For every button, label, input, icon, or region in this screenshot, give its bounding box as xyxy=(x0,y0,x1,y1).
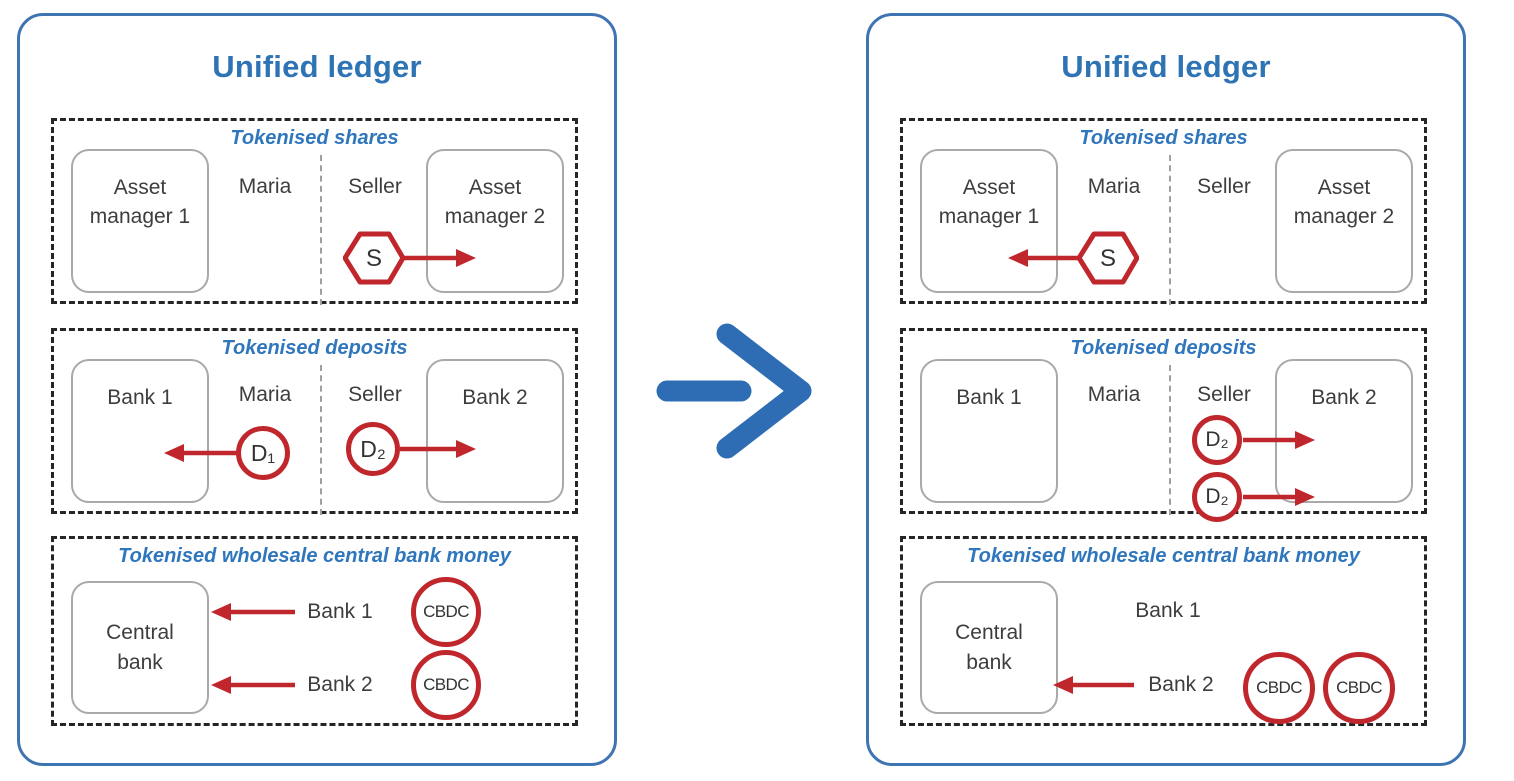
deposit-token-d2-top: D₂ xyxy=(1192,415,1242,465)
actor-seller-label: Seller xyxy=(1197,383,1251,406)
token-label: CBDC xyxy=(423,675,469,694)
section-label-tokenised-deposits: Tokenised deposits xyxy=(221,337,408,359)
entity-label: Asset manager 2 xyxy=(1293,176,1395,229)
entity-central-bank: Central bank xyxy=(71,581,209,714)
actor-maria-label: Maria xyxy=(238,383,292,406)
cbm-bank1-label: Bank 1 xyxy=(307,600,373,623)
cbdc-token-1: CBDC xyxy=(1243,652,1315,724)
entity-label: Asset manager 1 xyxy=(89,176,191,229)
cbdc-token-2: CBDC xyxy=(411,650,481,720)
section-tokenised-shares: Tokenised shares Asset manager 1 Asset m… xyxy=(900,118,1427,305)
entity-label: Bank 2 xyxy=(462,386,528,409)
cbm-transfer-arrow-bank2 xyxy=(1053,676,1134,694)
section-tokenised-shares: Tokenised shares Asset manager 1 Asset m… xyxy=(51,118,578,305)
deposit-transfer-arrow-right-top xyxy=(1243,431,1315,449)
account-divider xyxy=(1169,155,1171,305)
token-label: D₂ xyxy=(1205,485,1229,508)
actor-maria-label: Maria xyxy=(1087,175,1141,198)
section-label-tokenised-shares: Tokenised shares xyxy=(1079,127,1248,149)
section-label-tokenised-deposits: Tokenised deposits xyxy=(1070,337,1257,359)
deposit-token-d2: D₂ xyxy=(346,422,400,476)
entity-asset-manager-1: Asset manager 1 xyxy=(71,149,209,293)
cbdc-token-1: CBDC xyxy=(411,577,481,647)
page-title: Unified ledger xyxy=(212,49,422,84)
account-divider xyxy=(320,365,322,515)
entity-label: Bank 1 xyxy=(107,386,173,409)
share-token-hexagon: S xyxy=(342,230,406,286)
entity-label: Bank 1 xyxy=(956,386,1022,409)
section-tokenised-deposits: Tokenised deposits Bank 1 Bank 2 Maria S… xyxy=(900,328,1427,522)
entity-label: Asset manager 2 xyxy=(444,176,546,229)
unified-ledger-panel-after: Unified ledger Tokenised shares Asset ma… xyxy=(866,13,1466,766)
token-label: D₁ xyxy=(250,439,276,466)
entity-label: Asset manager 1 xyxy=(938,176,1040,229)
share-transfer-arrow-left xyxy=(1008,249,1079,267)
deposit-transfer-arrow-left xyxy=(164,444,238,462)
actor-seller-label: Seller xyxy=(1197,175,1251,198)
entity-bank-2: Bank 2 xyxy=(426,359,564,503)
actor-seller-label: Seller xyxy=(348,175,402,198)
cbm-bank2-label: Bank 2 xyxy=(1148,673,1214,696)
account-divider xyxy=(320,155,322,305)
actor-maria-label: Maria xyxy=(1087,383,1141,406)
deposit-transfer-arrow-right-bottom xyxy=(1243,488,1315,506)
cbdc-token-2: CBDC xyxy=(1323,652,1395,724)
section-label-tokenised-shares: Tokenised shares xyxy=(230,127,399,149)
cbm-bank1-label: Bank 1 xyxy=(1135,599,1201,622)
token-label: D₂ xyxy=(1205,428,1229,451)
share-token-letter: S xyxy=(366,245,382,272)
entity-central-bank: Central bank xyxy=(920,581,1058,714)
entity-label: Bank 2 xyxy=(1311,386,1377,409)
unified-ledger-panel-before: Unified ledger Tokenised shares Asset ma… xyxy=(17,13,617,766)
section-label-tokenised-cbm: Tokenised wholesale central bank money xyxy=(118,545,511,567)
deposit-transfer-arrow-right xyxy=(400,440,476,458)
actor-maria-label: Maria xyxy=(238,175,292,198)
deposit-token-d2-bottom: D₂ xyxy=(1192,472,1242,522)
section-label-tokenised-cbm: Tokenised wholesale central bank money xyxy=(967,545,1360,567)
cbm-bank2-label: Bank 2 xyxy=(307,673,373,696)
account-divider xyxy=(1169,365,1171,515)
entity-bank-1: Bank 1 xyxy=(920,359,1058,503)
entity-label: Central bank xyxy=(106,621,174,674)
actor-seller-label: Seller xyxy=(348,383,402,406)
share-token-letter: S xyxy=(1100,245,1116,272)
cbm-transfer-arrow-bank2 xyxy=(211,676,295,694)
entity-asset-manager-1: Asset manager 1 xyxy=(920,149,1058,293)
arrow-right-icon xyxy=(656,323,812,459)
share-token-hexagon: S xyxy=(1076,230,1140,286)
entity-asset-manager-2: Asset manager 2 xyxy=(426,149,564,293)
entity-asset-manager-2: Asset manager 2 xyxy=(1275,149,1413,293)
share-transfer-arrow-right xyxy=(400,249,476,267)
entity-bank-1: Bank 1 xyxy=(71,359,209,503)
section-tokenised-cbm: Tokenised wholesale central bank money C… xyxy=(900,536,1427,726)
token-label: CBDC xyxy=(423,602,469,621)
section-tokenised-deposits: Tokenised deposits Bank 1 Bank 2 Maria S… xyxy=(51,328,578,515)
section-tokenised-cbm: Tokenised wholesale central bank money C… xyxy=(51,536,578,726)
page-title: Unified ledger xyxy=(1061,49,1271,84)
cbm-transfer-arrow-bank1 xyxy=(211,603,295,621)
entity-label: Central bank xyxy=(955,621,1023,674)
token-label: D₂ xyxy=(360,435,386,462)
token-label: CBDC xyxy=(1256,678,1302,697)
deposit-token-d1: D₁ xyxy=(236,426,290,480)
entity-bank-2: Bank 2 xyxy=(1275,359,1413,503)
token-label: CBDC xyxy=(1336,678,1382,697)
